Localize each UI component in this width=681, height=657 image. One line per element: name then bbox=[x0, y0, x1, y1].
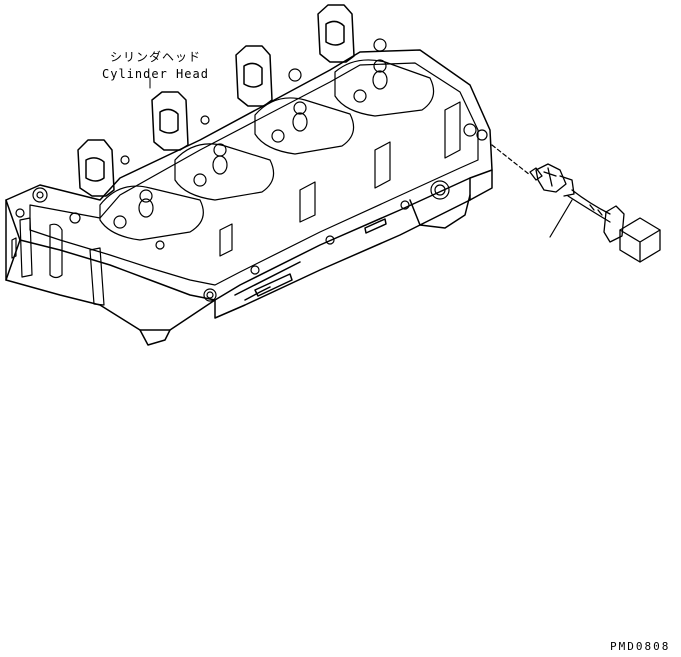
front-face-details bbox=[11, 217, 105, 306]
part-label-english: Cylinder Head bbox=[102, 67, 209, 81]
sensor-leader-line bbox=[491, 144, 573, 238]
gasket-outline bbox=[29, 59, 479, 286]
drawing-code: PMD0808 bbox=[610, 640, 671, 653]
temperature-sensor bbox=[529, 163, 661, 263]
cylinder-head-body bbox=[5, 49, 493, 346]
valve-bosses bbox=[77, 4, 355, 197]
part-label-japanese: シリンダヘッド bbox=[110, 50, 202, 64]
valve-holes bbox=[15, 38, 488, 302]
